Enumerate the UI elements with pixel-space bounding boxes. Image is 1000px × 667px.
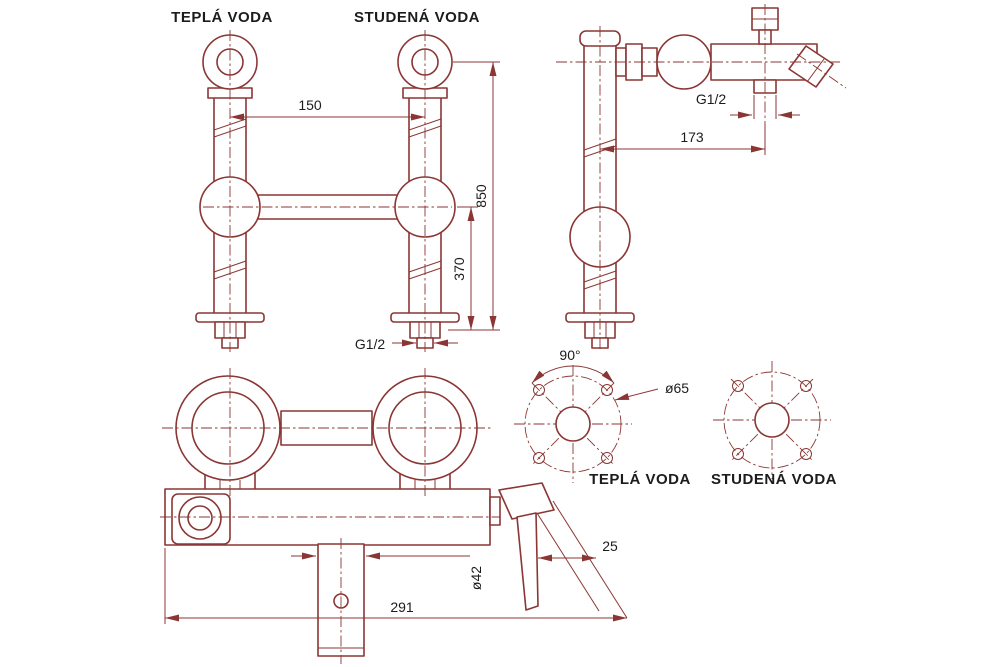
shower-holder [171, 493, 231, 545]
hot-mounting-pattern: 90° ø65 [514, 347, 689, 483]
dim-handle-offset: 25 [602, 538, 618, 554]
mounting-hole-patterns: 90° ø65 TEPLÁ VODA STUDENÁ VODA [514, 347, 837, 488]
dim-total-height: 850 [473, 184, 489, 208]
cold-water-label-mount: STUDENÁ VODA [711, 471, 837, 488]
cold-water-label-front: STUDENÁ VODA [354, 9, 480, 26]
dim-body-width: 291 [390, 599, 414, 615]
lever-handle [489, 482, 555, 611]
side-view: G1/2 173 [556, 4, 847, 352]
installed-dimensions: ø42 25 291 [164, 500, 628, 624]
dim-bolt-circle: ø65 [665, 380, 689, 396]
front-view: 150 850 370 G1/2 TEPLÁ VODA STUDENÁ VODA [171, 9, 500, 352]
hot-water-label-front: TEPLÁ VODA [171, 9, 273, 26]
mixer-body-side [615, 7, 834, 94]
cold-mounting-pattern [713, 361, 831, 479]
dim-mount-angle: 90° [559, 347, 580, 363]
dim-thread-side: G1/2 [696, 91, 727, 107]
dim-spout-diameter: ø42 [468, 566, 484, 590]
front-dimensions: 150 850 370 G1/2 [230, 61, 500, 352]
dim-spout-reach: 173 [680, 129, 704, 145]
side-dimensions: G1/2 173 [600, 91, 800, 155]
installed-view: ø42 25 291 [160, 368, 628, 664]
dim-sphere-height: 370 [451, 257, 467, 281]
dim-thread-front: G1/2 [355, 336, 386, 352]
hot-water-label-mount: TEPLÁ VODA [589, 471, 691, 488]
dim-pillar-spacing: 150 [298, 97, 322, 113]
